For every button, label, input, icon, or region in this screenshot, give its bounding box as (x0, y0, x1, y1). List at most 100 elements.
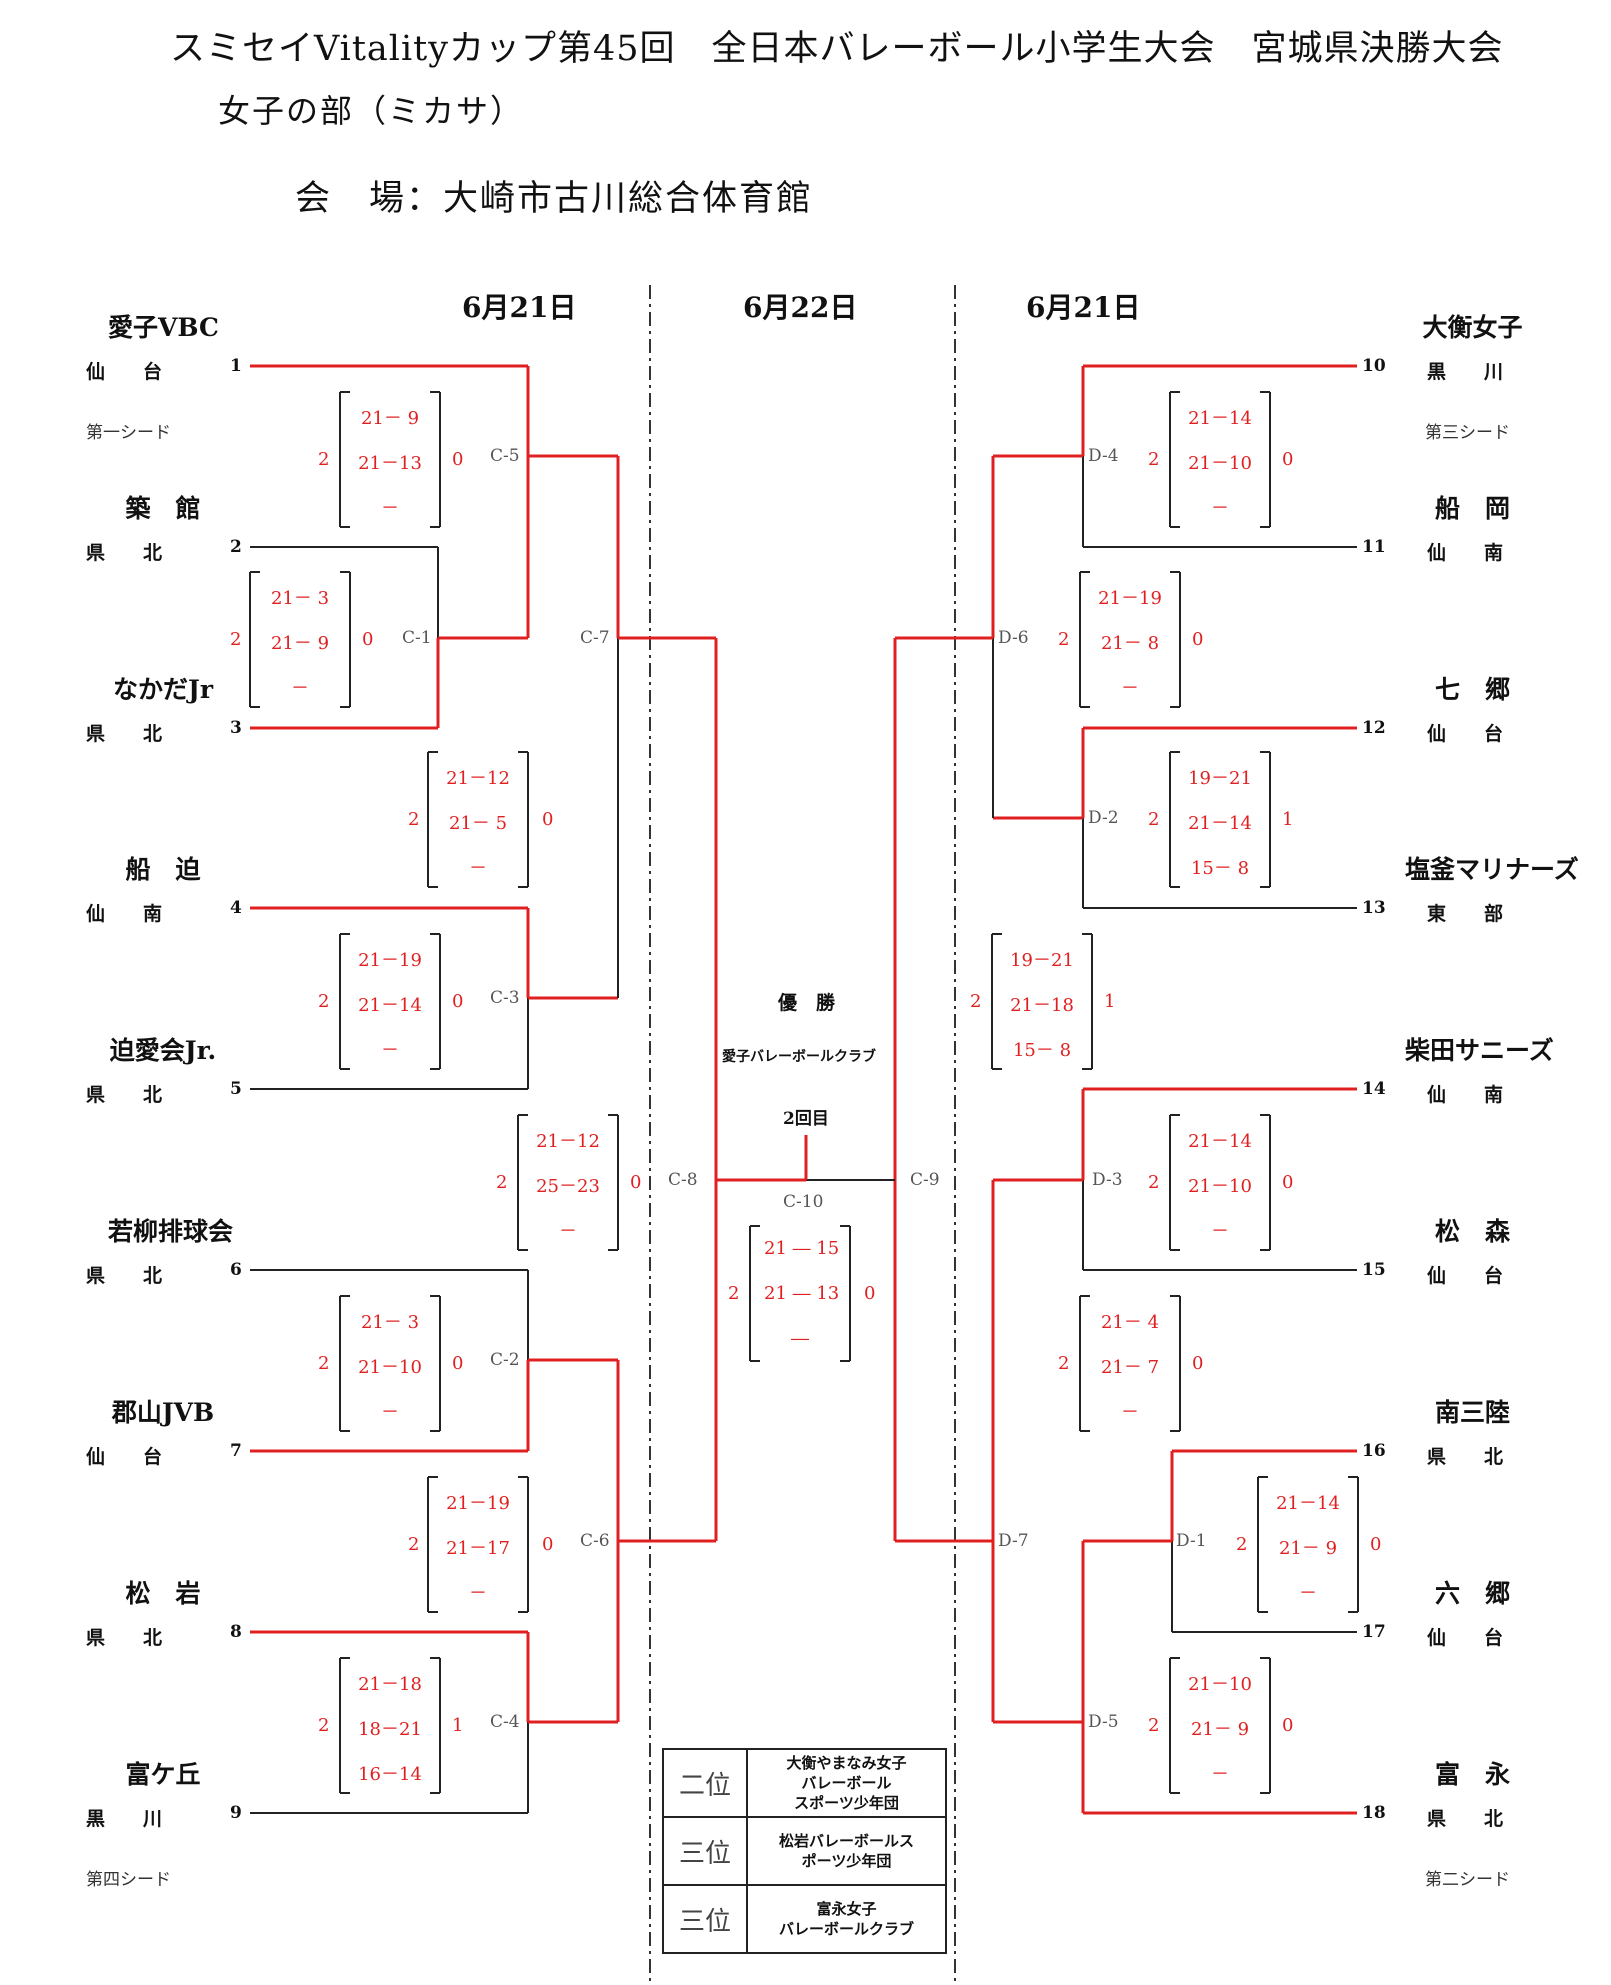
match-code: D-6 (998, 628, 1029, 648)
set-score: 21－12 (536, 1130, 600, 1152)
team-name: 南三陸 (1434, 1398, 1510, 1427)
team-region: 県 北 (86, 723, 163, 745)
match-total-right: 0 (542, 808, 554, 830)
match-code: C-4 (490, 1712, 520, 1732)
set-score: 15－ 8 (1012, 1039, 1072, 1061)
match-total-left: 2 (1148, 1171, 1160, 1193)
seed-number: 6 (230, 1260, 242, 1280)
set-score: ― (791, 1327, 809, 1349)
set-score: 21－10 (1188, 1673, 1252, 1695)
team-name: 松 岩 (125, 1579, 201, 1608)
set-score: 21－ 9 (1278, 1537, 1338, 1559)
champion-team: 愛子バレーボールクラブ (722, 1049, 876, 1065)
set-score: 21－19 (358, 949, 422, 971)
team-region: 東 部 (1427, 903, 1504, 925)
seed-number: 16 (1362, 1441, 1386, 1461)
seed-label: 第四シード (86, 1870, 171, 1890)
set-score: － (1121, 1401, 1139, 1423)
set-score: 21－19 (446, 1492, 510, 1514)
set-score: 21－10 (1188, 452, 1252, 474)
seed-number: 5 (230, 1079, 242, 1099)
seed-number: 1 (230, 356, 242, 376)
set-score: 21－ 9 (270, 632, 330, 654)
team-name: 松 森 (1434, 1217, 1510, 1246)
seed-number: 17 (1362, 1622, 1386, 1642)
date-left: 6月21日 (462, 291, 577, 324)
set-score: 21－19 (1098, 587, 1162, 609)
ranking-row: 三位 松岩バレーボールス ポーツ少年団 (662, 1816, 947, 1886)
set-score: 21－10 (358, 1356, 422, 1378)
venue-label: 会 場：大崎市古川総合体育館 (295, 179, 814, 219)
match-code: D-4 (1088, 446, 1119, 466)
set-score: － (1211, 497, 1229, 519)
set-score: － (381, 1039, 399, 1061)
set-score: 21 ― 15 (764, 1237, 840, 1259)
match-code: D-5 (1088, 1712, 1119, 1732)
set-score: 18－21 (358, 1718, 422, 1740)
seed-number: 4 (230, 898, 242, 918)
team-region: 仙 台 (1427, 1265, 1504, 1287)
rank-label: 二位 (662, 1748, 748, 1818)
match-total-right: 0 (1192, 1352, 1204, 1374)
rank-team: 松岩バレーボールス ポーツ少年団 (746, 1816, 947, 1886)
match-total-right: 0 (1192, 628, 1204, 650)
team-name: 富 永 (1434, 1760, 1510, 1789)
set-score: 21－18 (1010, 994, 1074, 1016)
set-score: － (381, 1401, 399, 1423)
team-region: 県 北 (86, 542, 163, 564)
match-total-right: 0 (1282, 1714, 1294, 1736)
division-title: 女子の部（ミカサ） (218, 92, 525, 130)
team-name: 七 郷 (1434, 675, 1510, 704)
match-code: C-8 (668, 1170, 698, 1190)
team-region: 県 北 (86, 1265, 163, 1287)
set-score: － (1211, 1763, 1229, 1785)
match-total-right: 0 (452, 448, 464, 470)
team-name: 六 郷 (1434, 1579, 1510, 1608)
team-name: 大衡女子 (1422, 313, 1523, 342)
set-score: － (291, 677, 309, 699)
match-total-right: 0 (452, 990, 464, 1012)
set-score: 21－ 8 (1100, 632, 1160, 654)
team-name: 柴田サニーズ (1405, 1036, 1554, 1065)
date-right: 6月21日 (1026, 291, 1141, 324)
match-total-right: 0 (542, 1533, 554, 1555)
match-total-right: 0 (1282, 448, 1294, 470)
match-total-right: 0 (864, 1282, 876, 1304)
match-code: C-3 (490, 988, 520, 1008)
team-name: 船 迫 (125, 855, 201, 884)
set-score: － (1121, 677, 1139, 699)
match-code: C-10 (783, 1192, 824, 1212)
team-name: なかだJr (112, 675, 213, 704)
match-total-left: 2 (318, 1714, 330, 1736)
team-name: 船 岡 (1434, 494, 1510, 523)
seed-number: 18 (1362, 1803, 1386, 1823)
team-name: 愛子VBC (108, 313, 219, 342)
team-region: 仙 南 (1427, 1084, 1504, 1106)
set-score: － (469, 857, 487, 879)
team-name: 郡山JVB (111, 1398, 215, 1427)
set-score: － (469, 1582, 487, 1604)
rank-label: 三位 (662, 1816, 748, 1886)
match-total-left: 2 (1148, 808, 1160, 830)
set-score: 21－ 9 (360, 407, 420, 429)
match-total-left: 2 (1058, 628, 1070, 650)
seed-label: 第二シード (1425, 1870, 1510, 1890)
tournament-title: スミセイVitalityカップ第45回 全日本バレーボール小学生大会 宮城県決勝… (170, 29, 1504, 69)
set-score: 21－ 5 (448, 812, 508, 834)
seed-number: 13 (1362, 898, 1386, 918)
team-region: 仙 台 (86, 1446, 163, 1468)
set-score: 21－ 9 (1190, 1718, 1250, 1740)
match-total-left: 2 (1148, 1714, 1160, 1736)
match-total-left: 2 (318, 1352, 330, 1374)
match-code: C-1 (402, 628, 432, 648)
match-total-right: 0 (362, 628, 374, 650)
match-code: D-3 (1092, 1170, 1123, 1190)
set-score: － (559, 1220, 577, 1242)
seed-number: 8 (230, 1622, 242, 1642)
team-region: 仙 南 (1427, 542, 1504, 564)
match-total-left: 2 (408, 1533, 420, 1555)
team-region: 県 北 (1427, 1446, 1504, 1468)
team-region: 県 北 (86, 1627, 163, 1649)
set-score: 21－18 (358, 1673, 422, 1695)
set-score: 25－23 (536, 1175, 600, 1197)
